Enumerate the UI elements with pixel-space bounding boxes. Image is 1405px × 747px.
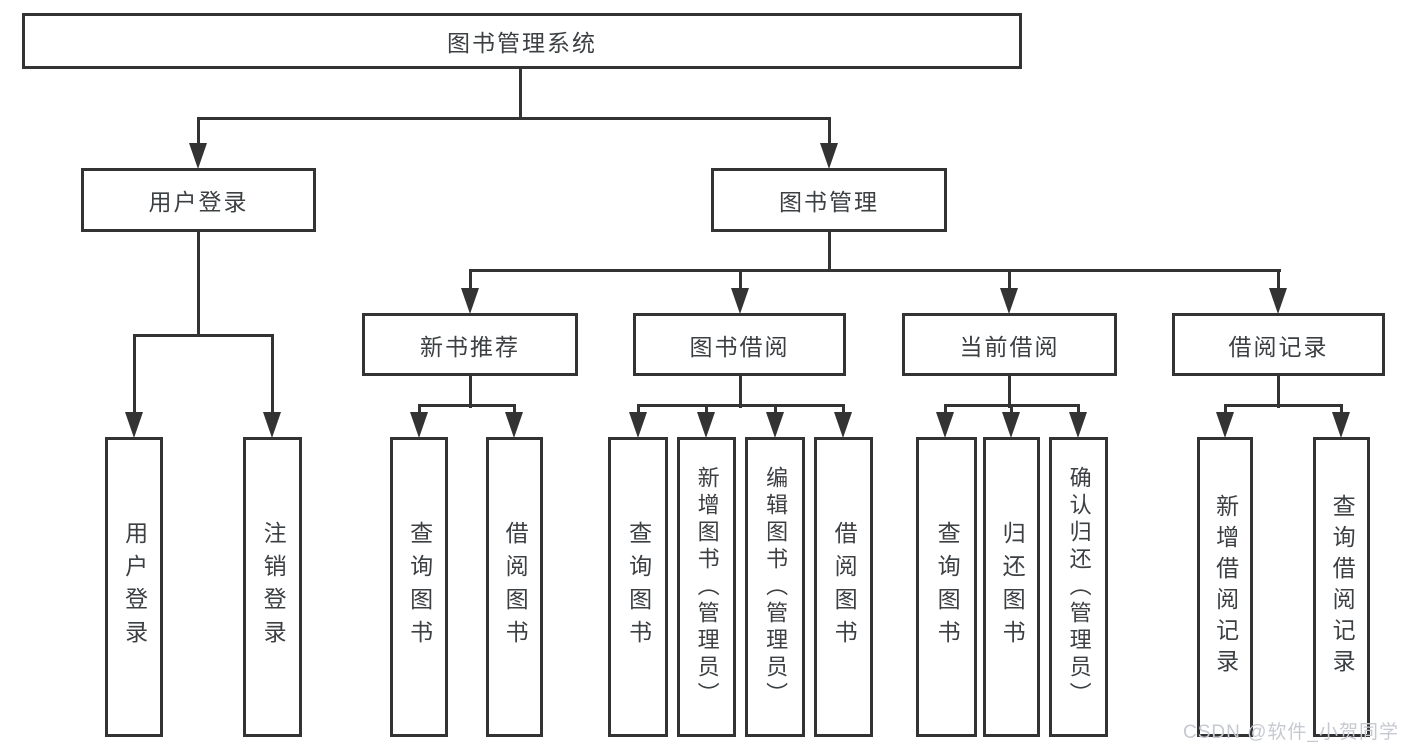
node-library-system-label: 图书管理系统 <box>447 30 597 56</box>
connector-to-leaf-logout <box>271 335 274 417</box>
leaf-query-borrow-record: 查询借阅记录 <box>1313 437 1370 737</box>
connector-to-new-book <box>469 270 472 293</box>
node-new-book-recommend: 新书推荐 <box>362 313 578 376</box>
connector-to-borrow-records <box>1277 270 1280 293</box>
leaf-logout-label: 注销登录 <box>260 521 287 653</box>
connector-book-borrow-stub <box>739 376 742 408</box>
connector-leaf <box>418 406 421 417</box>
connector-user-login-stub <box>197 232 200 337</box>
leaf-add-borrow-record: 新增借阅记录 <box>1197 437 1253 737</box>
connector-to-book-management <box>828 118 831 148</box>
leaf-user-login: 用户登录 <box>105 437 163 737</box>
leaf-query-books-current-label: 查询图书 <box>934 521 961 653</box>
leaf-confirm-return-admin-label: 确认归还（管理员） <box>1066 465 1092 709</box>
connector-leaf <box>842 406 845 417</box>
leaf-borrow-books-borrow-label: 借阅图书 <box>831 521 858 653</box>
arrow-down-icon <box>731 288 749 314</box>
node-book-borrow-label: 图书借阅 <box>689 333 790 360</box>
node-borrow-records-label: 借阅记录 <box>1228 333 1329 360</box>
connector-borrow-records-horizontal <box>1224 404 1343 407</box>
connector-leaf <box>513 406 516 417</box>
connector-to-leaf-user-login <box>133 335 136 417</box>
node-book-borrow: 图书借阅 <box>633 313 846 376</box>
node-library-system: 图书管理系统 <box>22 13 1022 69</box>
node-book-management: 图书管理 <box>711 168 947 232</box>
csdn-watermark: CSDN @软件_小贺同学 <box>1183 722 1399 743</box>
leaf-borrow-books-recommend: 借阅图书 <box>486 437 543 737</box>
leaf-confirm-return-admin: 确认归还（管理员） <box>1049 437 1108 737</box>
arrow-down-icon <box>1069 412 1087 438</box>
leaf-user-login-label: 用户登录 <box>121 521 148 653</box>
arrow-down-icon <box>766 412 784 438</box>
leaf-query-books-borrow-label: 查询图书 <box>625 521 652 653</box>
arrow-down-icon <box>697 412 715 438</box>
connector-book-management-stub <box>828 232 831 272</box>
leaf-add-book-admin-label: 新增图书（管理员） <box>694 465 720 709</box>
node-user-login-label: 用户登录 <box>148 189 249 215</box>
leaf-query-books-recommend: 查询图书 <box>390 437 448 737</box>
leaf-query-books-current: 查询图书 <box>916 437 977 737</box>
arrow-down-icon <box>125 412 143 438</box>
connector-current-borrow-horizontal <box>944 404 1080 407</box>
arrow-down-icon <box>189 143 207 169</box>
connector-borrow-records-stub <box>1277 376 1280 408</box>
leaf-edit-book-admin: 编辑图书（管理员） <box>745 437 805 737</box>
connector-user-login-horizontal <box>133 334 274 337</box>
arrow-down-icon <box>629 412 647 438</box>
leaf-borrow-books-recommend-label: 借阅图书 <box>502 521 529 653</box>
connector-to-user-login <box>197 118 200 148</box>
node-borrow-records: 借阅记录 <box>1172 313 1385 376</box>
connector-leaf <box>1077 406 1080 417</box>
arrow-down-icon <box>1332 412 1350 438</box>
node-current-borrow: 当前借阅 <box>902 313 1117 376</box>
arrow-down-icon <box>461 288 479 314</box>
node-book-management-label: 图书管理 <box>779 189 879 215</box>
node-current-borrow-label: 当前借阅 <box>959 333 1060 360</box>
leaf-query-borrow-record-label: 查询借阅记录 <box>1329 494 1356 680</box>
connector-leaf <box>1010 406 1013 417</box>
connector-leaf <box>1224 406 1227 417</box>
arrow-down-icon <box>1002 412 1020 438</box>
connector-leaf <box>1340 406 1343 417</box>
arrow-down-icon <box>263 412 281 438</box>
arrow-down-icon <box>505 412 523 438</box>
connector-new-book-stub <box>469 376 472 408</box>
connector-root-horizontal <box>197 117 831 120</box>
leaf-edit-book-admin-label: 编辑图书（管理员） <box>763 465 789 709</box>
connector-leaf <box>944 406 947 417</box>
connector-leaf <box>705 406 708 417</box>
arrow-down-icon <box>936 412 954 438</box>
connector-to-current-borrow <box>1008 270 1011 293</box>
arrow-down-icon <box>820 143 838 169</box>
leaf-return-book-label: 归还图书 <box>999 521 1026 653</box>
connector-current-borrow-stub <box>1008 376 1011 408</box>
connector-leaf <box>637 406 640 417</box>
connector-level3-horizontal <box>469 269 1281 272</box>
connector-new-book-horizontal <box>418 404 516 407</box>
connector-root-stub <box>519 69 522 120</box>
connector-leaf <box>774 406 777 417</box>
leaf-add-borrow-record-label: 新增借阅记录 <box>1212 494 1239 680</box>
node-new-book-recommend-label: 新书推荐 <box>420 333 520 360</box>
node-user-login: 用户登录 <box>81 168 316 232</box>
leaf-borrow-books-borrow: 借阅图书 <box>814 437 873 737</box>
leaf-query-books-borrow: 查询图书 <box>608 437 668 737</box>
arrow-down-icon <box>1269 288 1287 314</box>
leaf-logout: 注销登录 <box>243 437 302 737</box>
leaf-query-books-recommend-label: 查询图书 <box>406 521 433 653</box>
leaf-return-book: 归还图书 <box>983 437 1040 737</box>
arrow-down-icon <box>834 412 852 438</box>
arrow-down-icon <box>410 412 428 438</box>
connector-book-borrow-horizontal <box>637 404 845 407</box>
leaf-add-book-admin: 新增图书（管理员） <box>677 437 736 737</box>
connector-to-book-borrow <box>739 270 742 293</box>
arrow-down-icon <box>1216 412 1234 438</box>
arrow-down-icon <box>1000 288 1018 314</box>
